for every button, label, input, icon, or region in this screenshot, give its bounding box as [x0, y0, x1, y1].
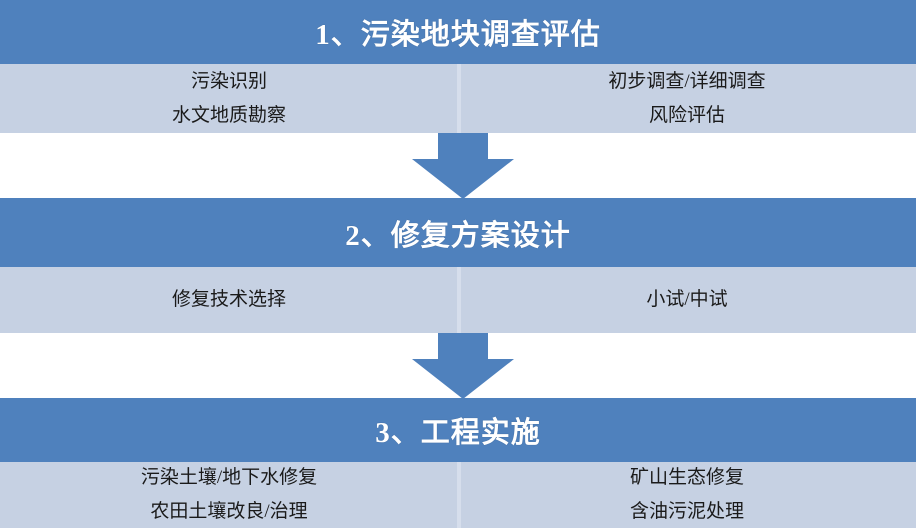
- section-1-body: 污染识别 水文地质勘察 初步调查/详细调查 风险评估: [0, 64, 916, 133]
- section-1-right-item-2: 风险评估: [648, 104, 725, 126]
- section-3-right-column: 矿山生态修复 含油污泥处理: [458, 462, 916, 528]
- flow-section-2: 2、修复方案设计 修复技术选择 小试/中试: [0, 198, 916, 333]
- section-2-left-column: 修复技术选择: [0, 267, 458, 333]
- section-3-right-item-2: 含油污泥处理: [629, 501, 744, 522]
- flow-section-3: 3、工程实施 污染土壤/地下水修复 农田土壤改良/治理 矿山生态修复 含油污泥处…: [0, 398, 916, 528]
- section-3-title: 3、工程实施: [0, 398, 916, 462]
- section-1-left-item-2: 水文地质勘察: [171, 104, 286, 126]
- section-1-left-column: 污染识别 水文地质勘察: [0, 64, 458, 133]
- arrow-down-icon-1: [412, 133, 514, 199]
- section-3-left-column: 污染土壤/地下水修复 农田土壤改良/治理: [0, 462, 458, 528]
- section-3-right-item-1: 矿山生态修复: [629, 467, 744, 489]
- flow-section-1: 1、污染地块调查评估 污染识别 水文地质勘察 初步调查/详细调查 风险评估: [0, 0, 916, 133]
- section-2-right-item-1: 小试/中试: [646, 289, 728, 311]
- section-1-title: 1、污染地块调查评估: [0, 0, 916, 64]
- section-2-body: 修复技术选择 小试/中试: [0, 267, 916, 333]
- section-3-body: 污染土壤/地下水修复 农田土壤改良/治理 矿山生态修复 含油污泥处理: [0, 462, 916, 528]
- section-3-left-item-1: 污染土壤/地下水修复: [140, 467, 318, 489]
- section-2-title: 2、修复方案设计: [0, 198, 916, 267]
- section-3-left-item-2: 农田土壤改良/治理: [150, 501, 308, 522]
- arrow-down-icon-2: [412, 333, 514, 399]
- section-2-left-item-1: 修复技术选择: [171, 289, 286, 311]
- section-1-left-item-1: 污染识别: [190, 70, 267, 92]
- section-1-right-column: 初步调查/详细调查 风险评估: [458, 64, 916, 133]
- section-2-right-column: 小试/中试: [458, 267, 916, 333]
- section-1-right-item-1: 初步调查/详细调查: [608, 70, 766, 92]
